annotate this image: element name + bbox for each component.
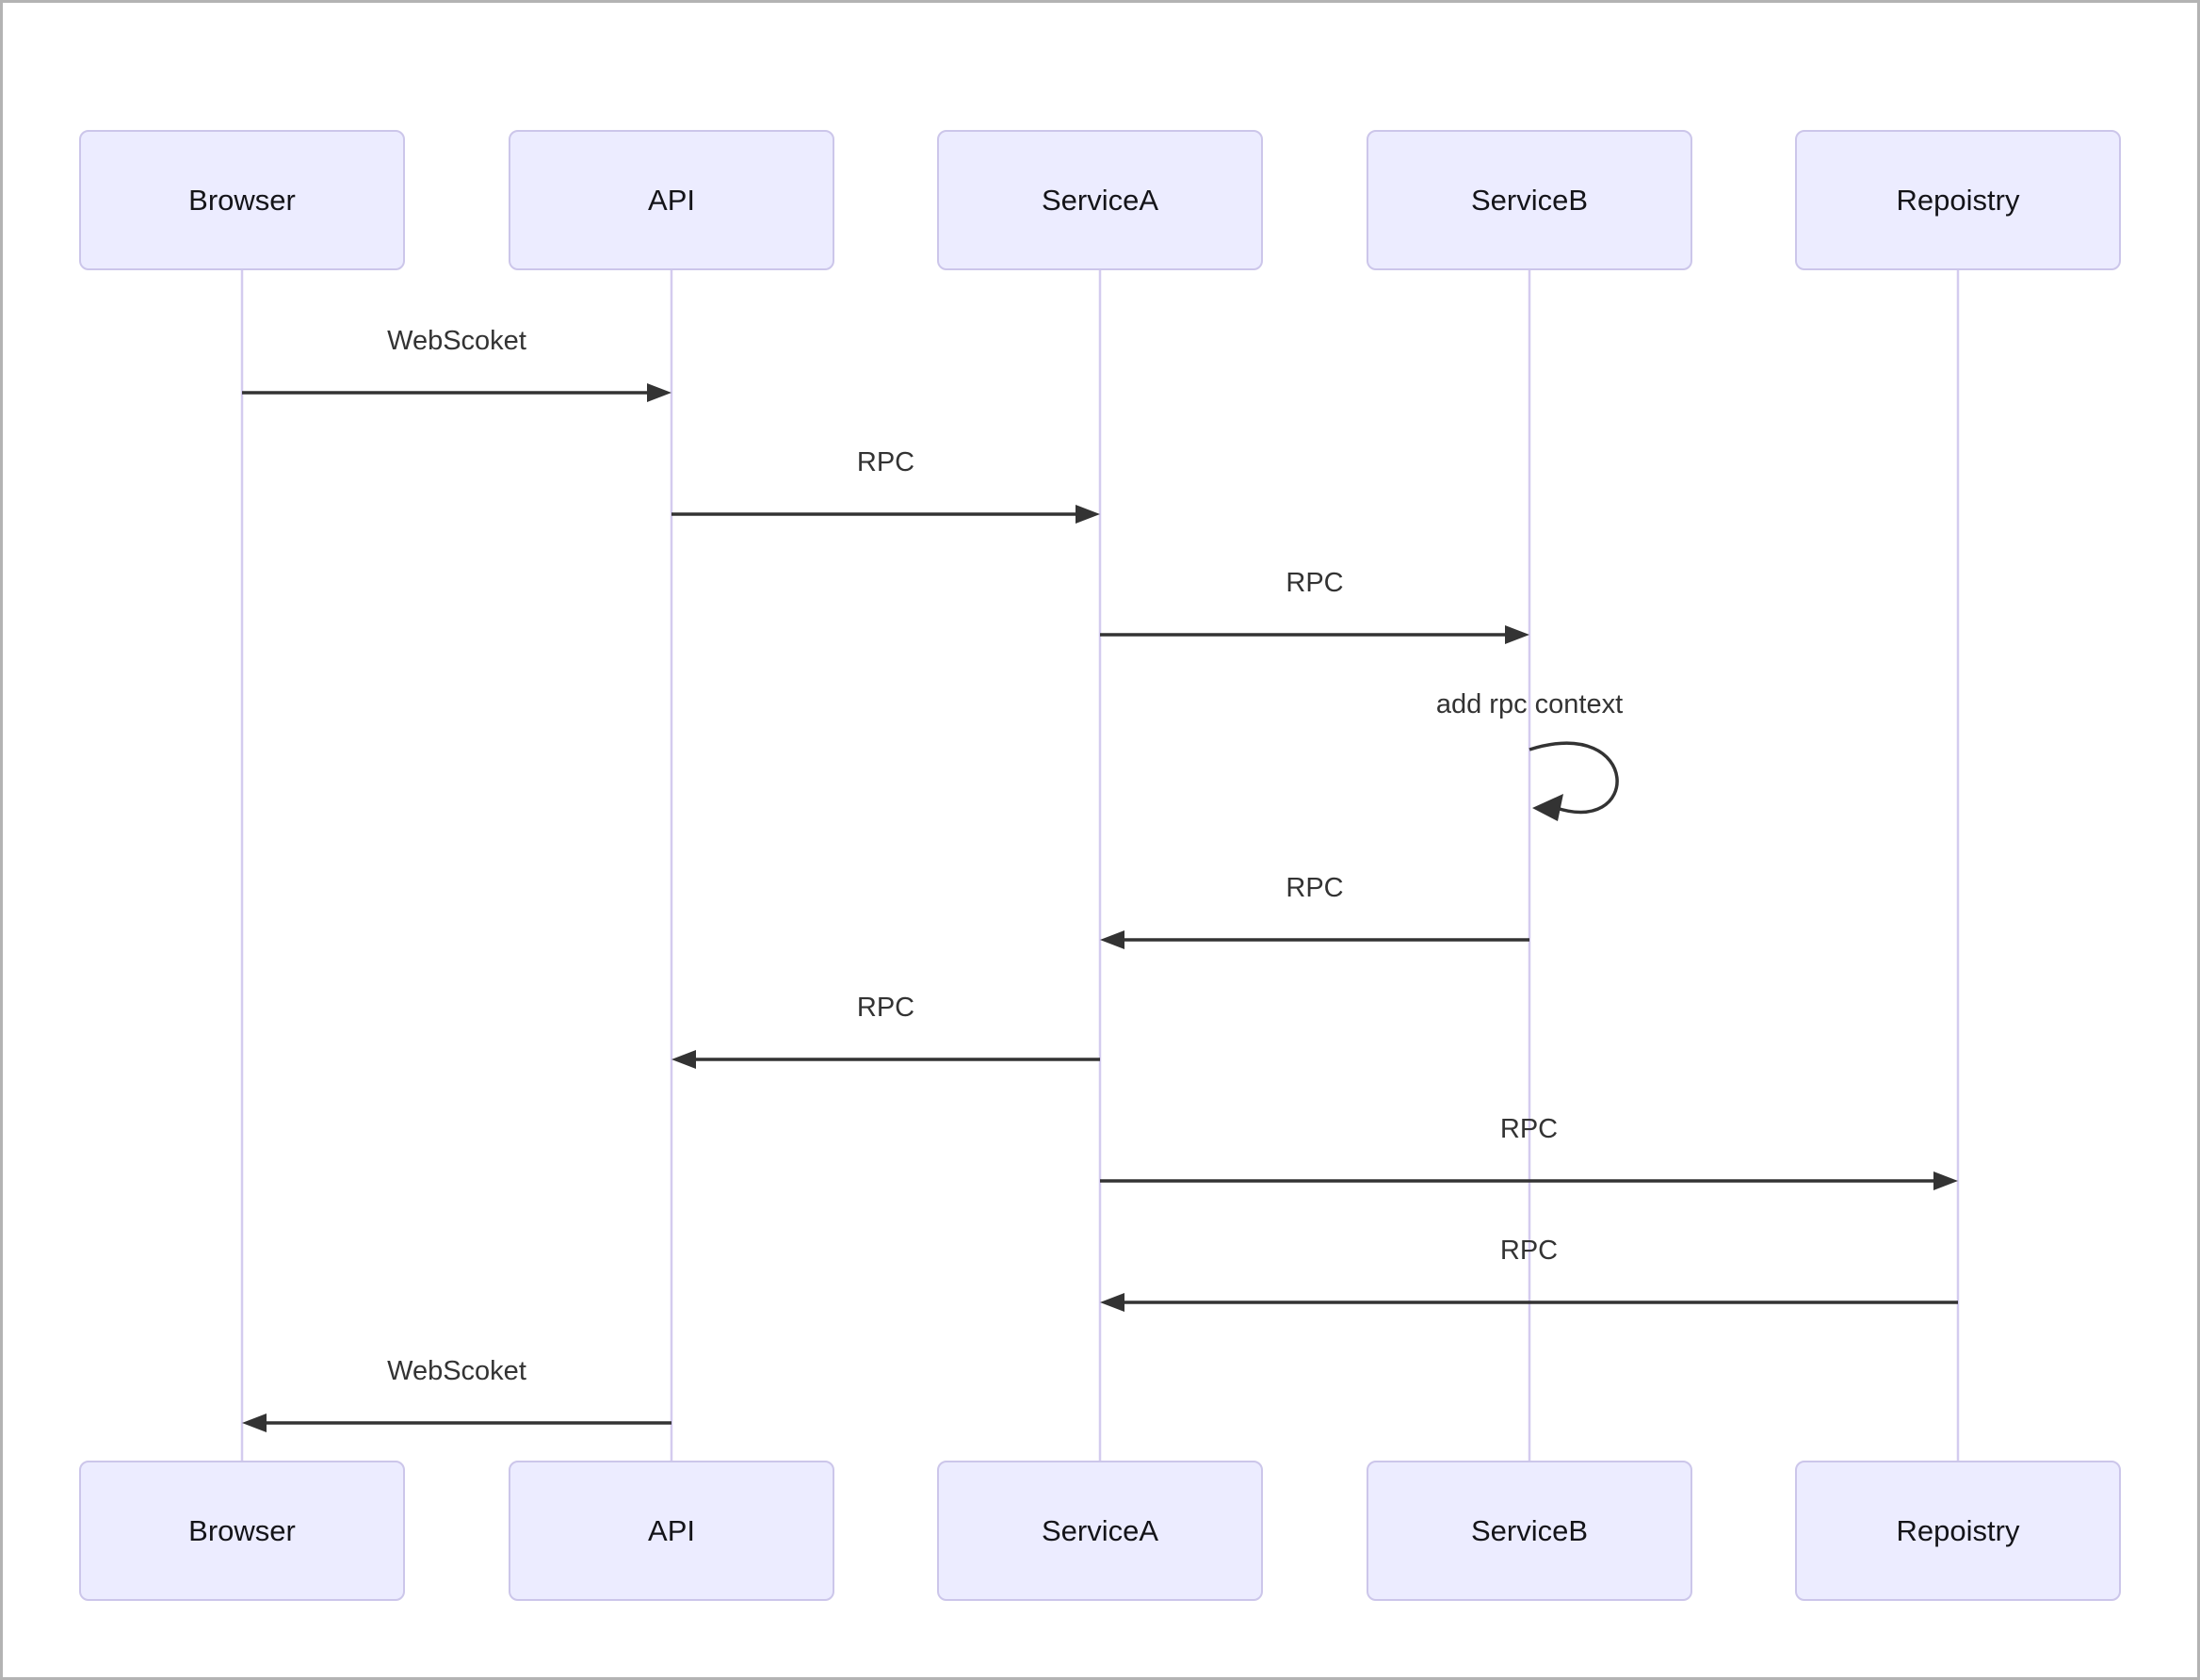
message-arrowhead-6 (1933, 1171, 1958, 1190)
sequence-diagram: BrowserBrowserAPIAPIServiceAServiceAServ… (79, 130, 2121, 1601)
actor-bottom-serviceb (1367, 1461, 1692, 1601)
actor-bottom-label-servicea: ServiceA (1042, 1514, 1158, 1547)
actor-top-repoistry (1795, 130, 2121, 270)
message-label-4: RPC (1286, 873, 1343, 903)
actor-bottom-label-api: API (648, 1514, 695, 1547)
message-arrowhead-8 (242, 1413, 267, 1432)
message-arrowhead-5 (671, 1050, 696, 1069)
actor-top-browser (79, 130, 405, 270)
message-label-8: WebScoket (387, 1356, 526, 1386)
actor-top-label-servicea: ServiceA (1042, 184, 1158, 217)
actor-top-label-repoistry: Repoistry (1897, 184, 2020, 217)
actor-top-api (509, 130, 834, 270)
message-label-0: WebScoket (387, 326, 526, 356)
actor-bottom-browser (79, 1461, 405, 1601)
message-label-2: RPC (1286, 568, 1343, 598)
self-loop-arrow-serviceb (1529, 741, 1619, 815)
actor-top-serviceb (1367, 130, 1692, 270)
message-label-5: RPC (857, 993, 914, 1023)
actor-top-label-browser: Browser (188, 184, 296, 217)
message-arrowhead-1 (1076, 505, 1100, 524)
actor-bottom-api (509, 1461, 834, 1601)
message-label-3: add rpc context (1436, 689, 1623, 719)
message-label-6: RPC (1500, 1114, 1558, 1144)
message-arrowhead-0 (647, 383, 671, 402)
actor-top-servicea (937, 130, 1263, 270)
actor-bottom-repoistry (1795, 1461, 2121, 1601)
message-arrowhead-4 (1100, 930, 1124, 949)
actor-top-label-api: API (648, 184, 695, 217)
message-arrowhead-2 (1505, 625, 1529, 644)
message-arrowhead-7 (1100, 1293, 1124, 1312)
message-label-1: RPC (857, 447, 914, 477)
message-label-7: RPC (1500, 1236, 1558, 1266)
actor-bottom-servicea (937, 1461, 1263, 1601)
actor-bottom-label-repoistry: Repoistry (1897, 1514, 2020, 1547)
self-loop-arrowhead-serviceb (1532, 794, 1563, 821)
actor-bottom-label-browser: Browser (188, 1514, 296, 1547)
actor-top-label-serviceb: ServiceB (1471, 184, 1588, 217)
actor-bottom-label-serviceb: ServiceB (1471, 1514, 1588, 1547)
